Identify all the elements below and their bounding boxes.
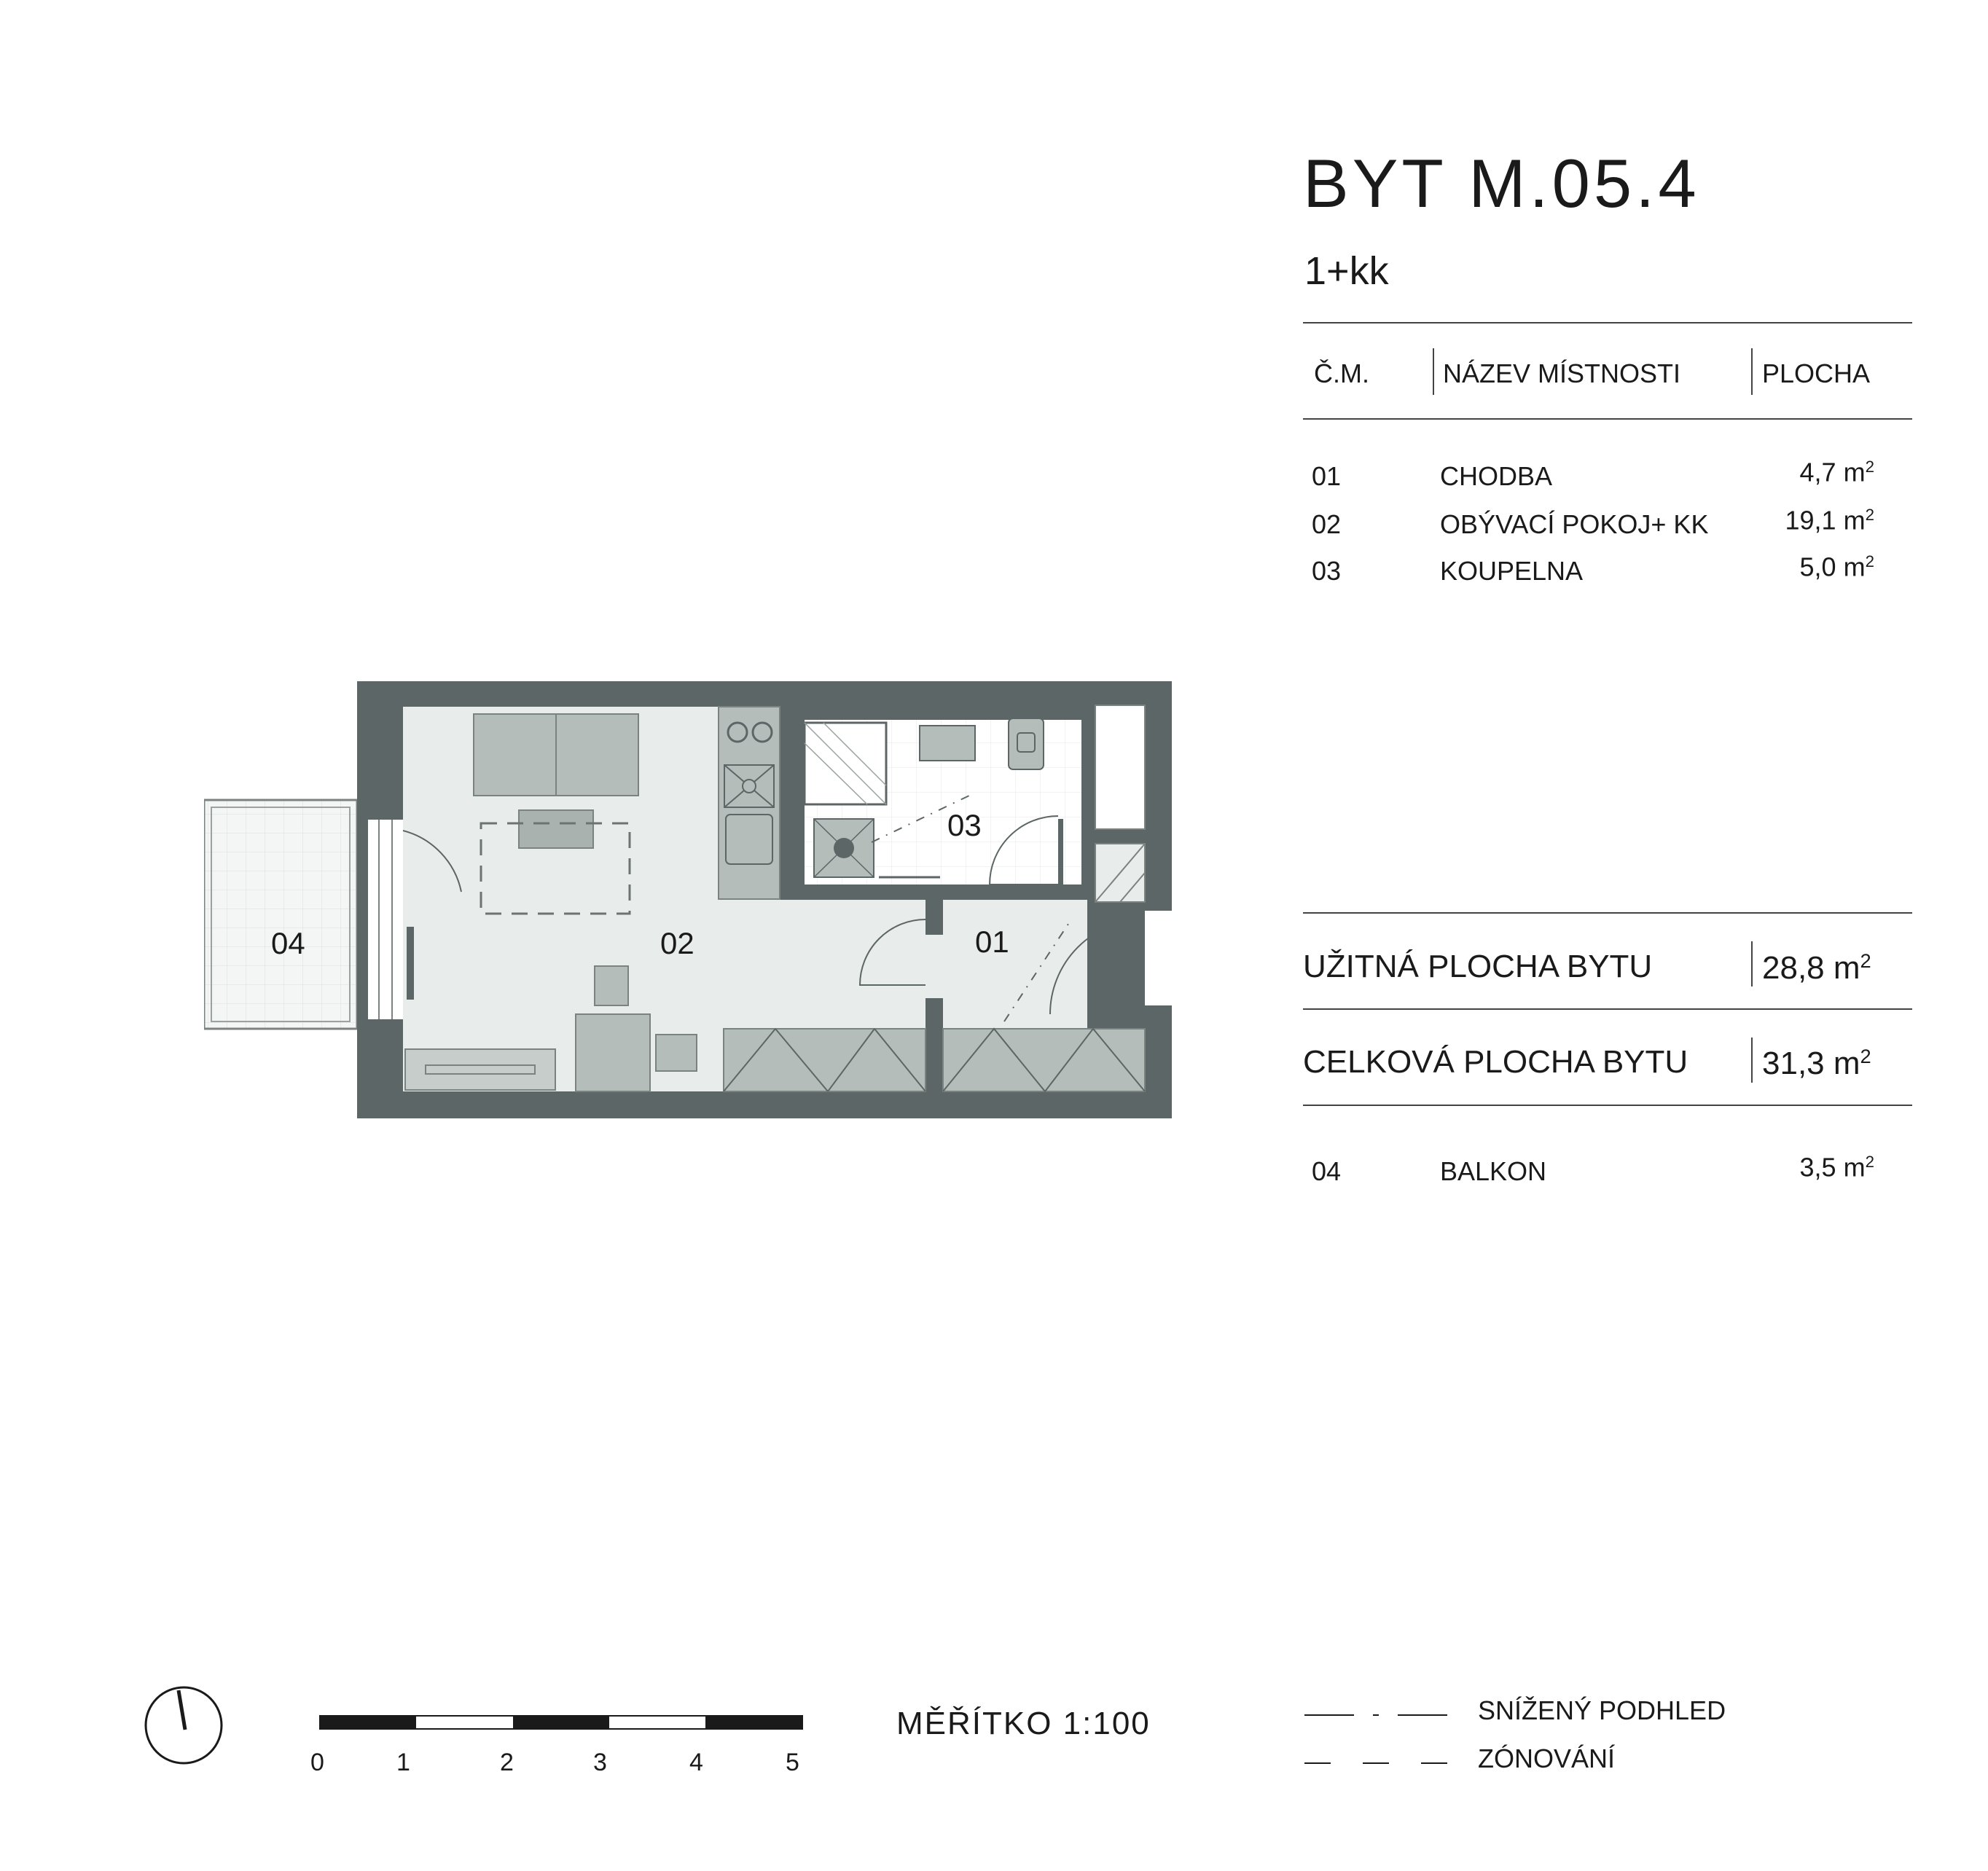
- scale-bar: [319, 1715, 803, 1733]
- balcony-area: [203, 799, 359, 1030]
- wardrobe: [942, 1027, 1146, 1093]
- totals-divider: [1303, 1008, 1912, 1010]
- scale-tick-label: 2: [500, 1749, 514, 1776]
- room-name: OBÝVACÍ POKOJ+ KK: [1440, 509, 1709, 539]
- legend-line-dashed: [1304, 1756, 1450, 1769]
- wardrobe: [723, 1028, 926, 1092]
- room-name: KOUPELNA: [1440, 556, 1584, 586]
- lowered-ceiling-line: [871, 795, 970, 843]
- shower: [803, 721, 888, 878]
- column-header-number: Č.M.: [1314, 358, 1369, 388]
- storage-niche: [1095, 705, 1146, 830]
- north-arrow-icon: [143, 1684, 224, 1770]
- kitchen-counter: [718, 706, 780, 900]
- toilet: [1008, 718, 1044, 770]
- scale-tick-label: 4: [689, 1749, 703, 1776]
- balcony-door: [402, 830, 462, 893]
- table-top-divider: [1303, 322, 1912, 323]
- entrance-door-opening: [1145, 911, 1172, 1005]
- room-number: 04: [1312, 1156, 1342, 1186]
- apartment-title: BYT M.05.4: [1303, 145, 1700, 221]
- washbasin: [919, 725, 976, 761]
- room-area: 5,0 m2: [1799, 552, 1874, 582]
- scale-label: MĚŘÍTKO 1:100: [896, 1706, 1151, 1741]
- floor-plan-drawing: [203, 681, 1172, 1118]
- bench: [404, 1048, 556, 1091]
- column-divider: [1751, 941, 1753, 987]
- entrance-door: [1049, 919, 1146, 1015]
- totals-divider: [1303, 912, 1912, 914]
- lowered-ceiling-line: [1003, 919, 1072, 1022]
- scale-tick-label: 3: [593, 1749, 607, 1776]
- chair: [655, 1034, 697, 1072]
- column-divider: [1433, 348, 1434, 395]
- room-number: 02: [1312, 509, 1342, 539]
- totals-divider: [1303, 1105, 1912, 1106]
- room-label-04: 04: [271, 926, 305, 960]
- bathroom-door: [989, 815, 1059, 885]
- room-number: 03: [1312, 556, 1342, 586]
- room-area: 3,5 m2: [1799, 1152, 1874, 1182]
- column-divider: [1751, 1038, 1753, 1083]
- partition-wall: [925, 900, 943, 935]
- scale-tick-label: 5: [786, 1749, 799, 1776]
- column-header-name: NÁZEV MÍSTNOSTI: [1443, 358, 1681, 388]
- room-area: 19,1 m2: [1785, 505, 1874, 536]
- column-divider: [1751, 348, 1753, 395]
- column-header-area: PLOCHA: [1762, 358, 1871, 388]
- scale-tick-label: 0: [310, 1749, 324, 1776]
- total-area-label: CELKOVÁ PLOCHA BYTU: [1303, 1044, 1688, 1080]
- partition-wall: [925, 998, 943, 1091]
- usable-area-value: 28,8 m2: [1762, 949, 1871, 986]
- legend-line-dash-dot: [1304, 1708, 1450, 1721]
- room-area: 4,7 m2: [1799, 457, 1874, 487]
- hall-door: [858, 919, 926, 986]
- radiator: [407, 927, 414, 1000]
- coffee-table: [518, 809, 594, 849]
- usable-area-label: UŽITNÁ PLOCHA BYTU: [1303, 949, 1653, 984]
- desk: [575, 1013, 651, 1092]
- room-label-01: 01: [975, 925, 1009, 959]
- room-name: BALKON: [1440, 1156, 1547, 1186]
- apartment-layout-type: 1+kk: [1304, 249, 1389, 293]
- legend-label: SNÍŽENÝ PODHLED: [1478, 1695, 1726, 1725]
- legend-label: ZÓNOVÁNÍ: [1478, 1743, 1616, 1773]
- scale-tick-label: 1: [396, 1749, 410, 1776]
- zoning-outline: [480, 822, 631, 915]
- room-name: CHODBA: [1440, 461, 1553, 491]
- room-label-03: 03: [947, 808, 982, 842]
- chair: [594, 965, 629, 1006]
- table-header-divider: [1303, 418, 1912, 420]
- room-label-02: 02: [660, 926, 694, 960]
- total-area-value: 31,3 m2: [1762, 1045, 1871, 1081]
- sofa: [473, 713, 639, 796]
- room-number: 01: [1312, 461, 1342, 491]
- balcony-door-opening: [368, 820, 403, 1019]
- floor-plan: 04 02 01 03: [203, 678, 1181, 1148]
